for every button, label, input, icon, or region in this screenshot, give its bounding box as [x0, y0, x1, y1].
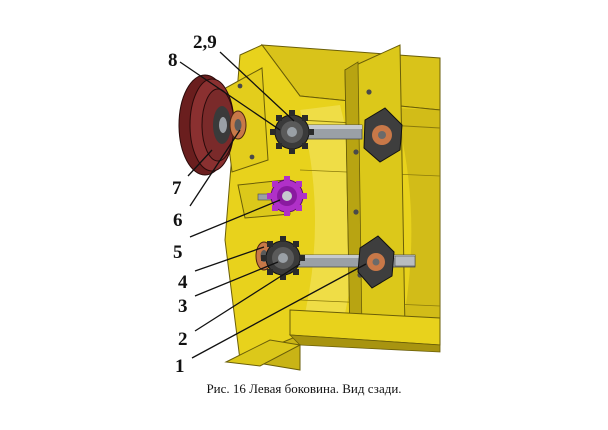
lower-flange-bearing [357, 235, 395, 289]
callout-label-3: 3 [178, 296, 188, 317]
callout-label-2-9: 2,9 [193, 32, 217, 53]
vertical-bracket-plate [344, 44, 406, 336]
figure-caption: Рис. 16 Левая боковина. Вид сзади. [206, 381, 402, 396]
callout-label-4: 4 [178, 272, 188, 293]
tensioner-sprocket [267, 176, 307, 216]
lower-sprocket [261, 236, 305, 280]
callout-label-2: 2 [178, 329, 188, 350]
callout-label-7: 7 [172, 178, 182, 199]
callout-label-5: 5 [173, 242, 183, 263]
upper-sprocket [270, 110, 314, 154]
drive-pulley [178, 74, 235, 176]
bottom-beam [224, 309, 441, 367]
pulley-bearing [229, 110, 247, 140]
leader-lines [179, 51, 367, 359]
upper-flange-bearing [363, 107, 403, 163]
callout-label-1: 1 [175, 356, 185, 377]
callout-label-8: 8 [168, 50, 178, 71]
callout-label-6: 6 [173, 210, 183, 231]
